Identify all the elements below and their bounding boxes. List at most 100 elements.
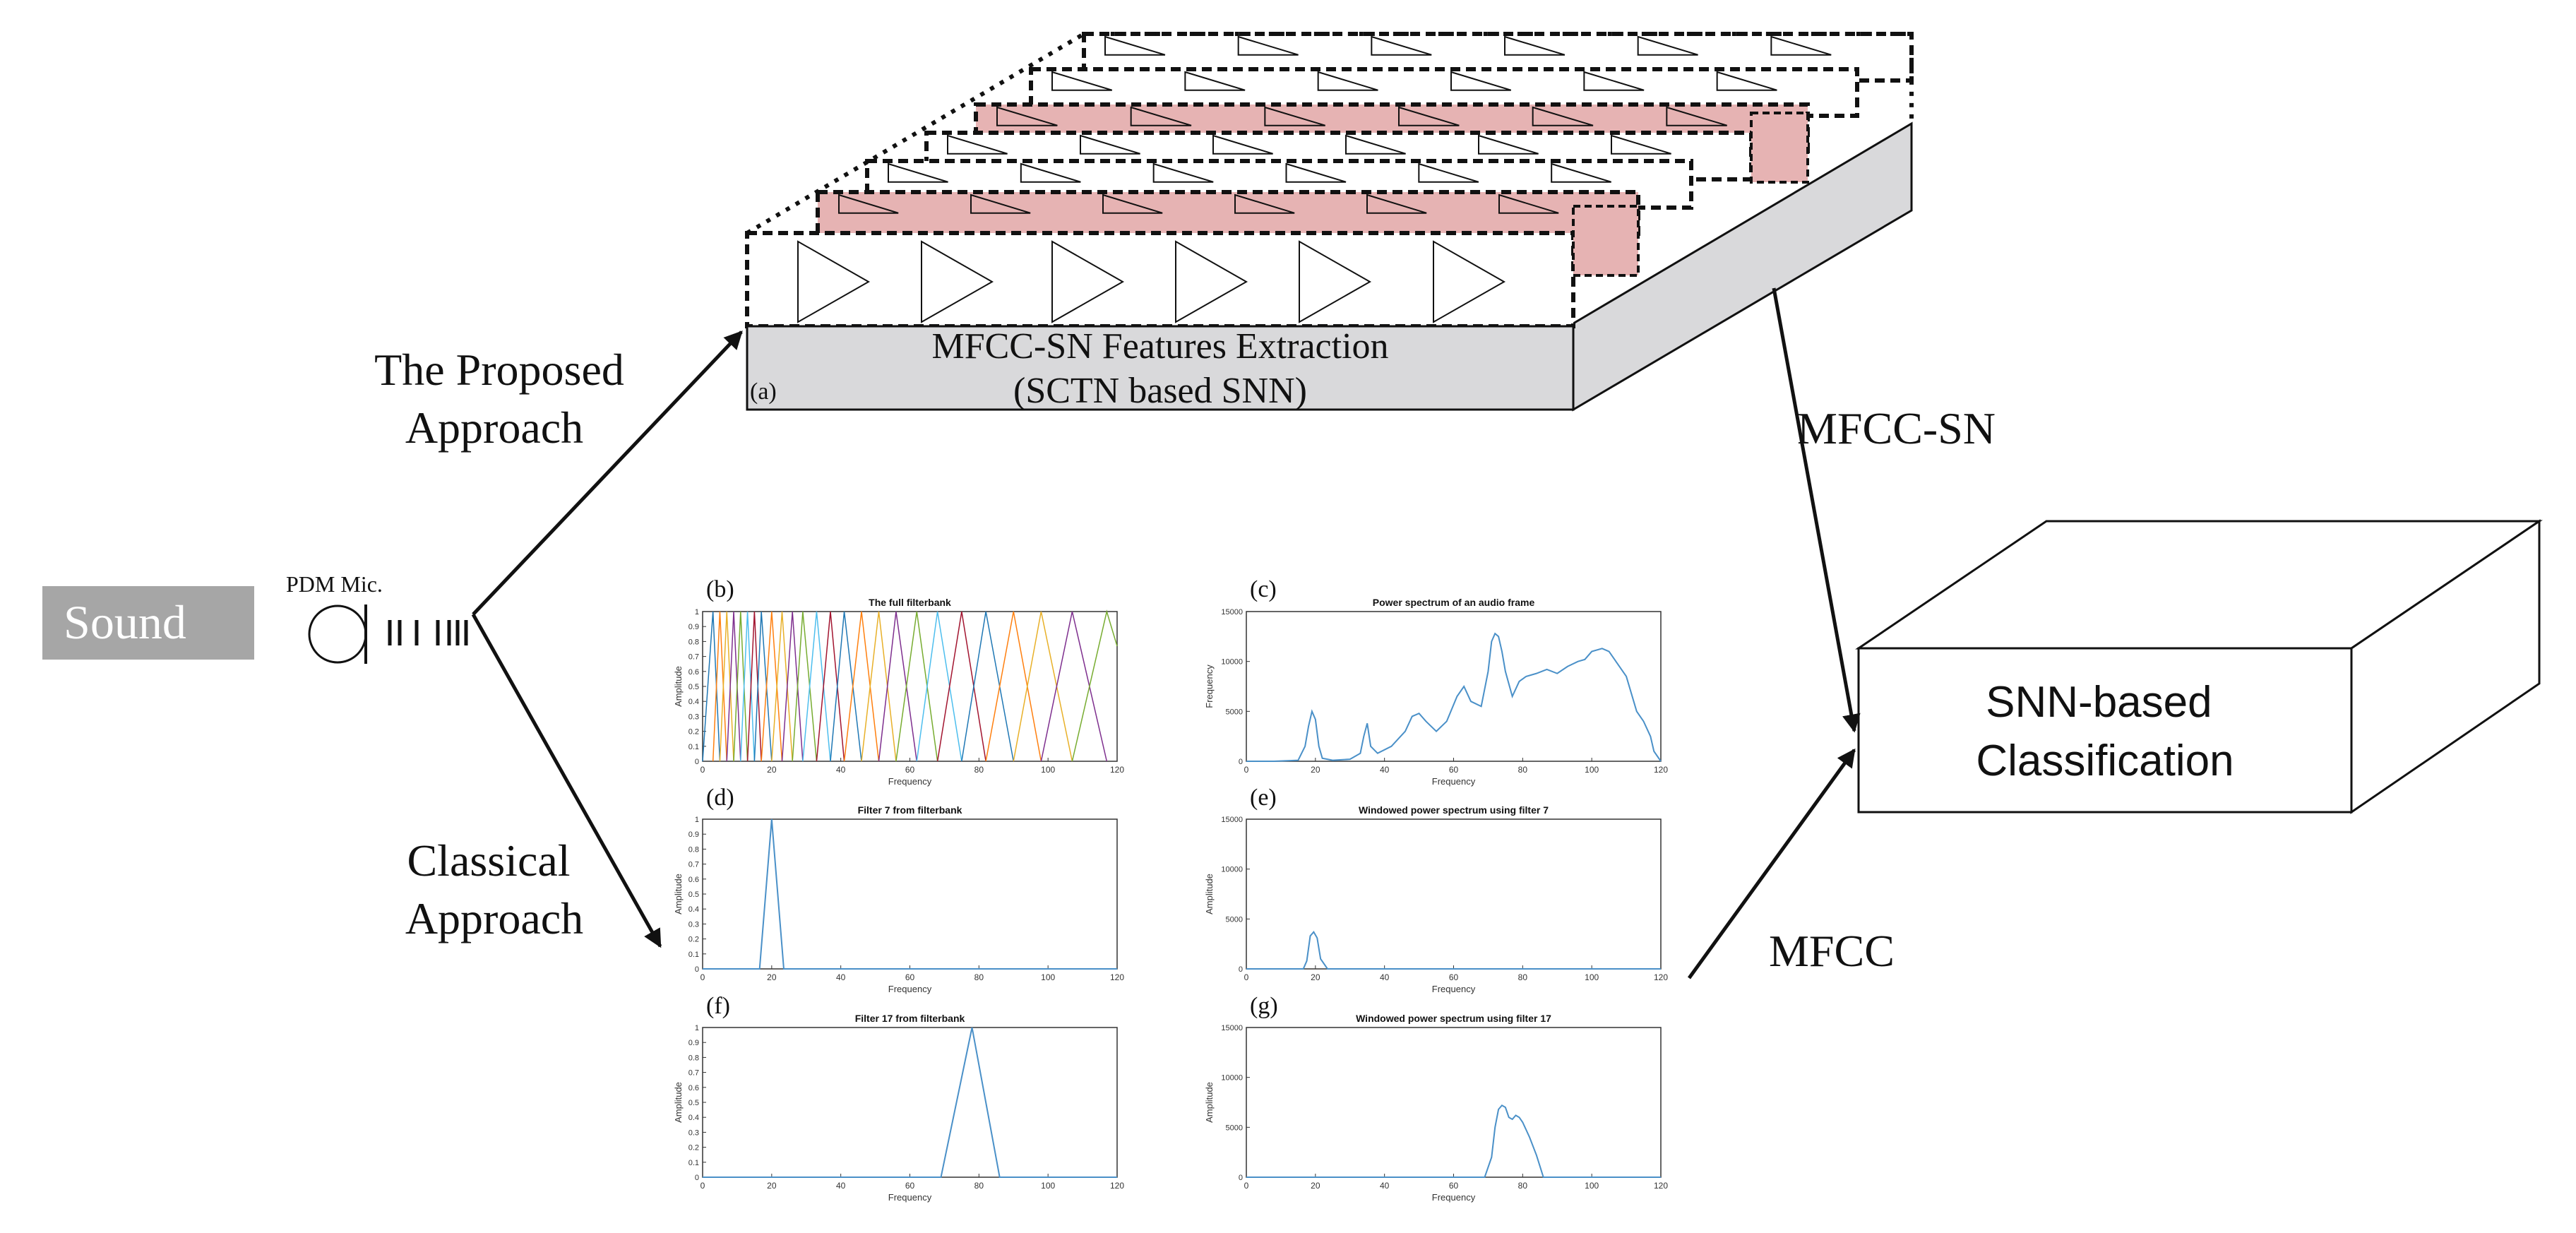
plot-area xyxy=(1246,611,1662,762)
panel-tag: (e) xyxy=(1250,785,1277,811)
filter-triangle xyxy=(746,611,762,762)
chart-title: Windowed power spectrum using filter 17 xyxy=(1356,1013,1551,1024)
panel-tag: (g) xyxy=(1250,993,1278,1019)
y-tick-label: 0.3 xyxy=(688,920,699,929)
x-tick-label: 60 xyxy=(905,972,915,982)
x-tick-label: 60 xyxy=(905,765,915,775)
neuron-triangle-icon xyxy=(1130,106,1192,126)
y-tick-label: 0.6 xyxy=(688,876,699,884)
snn-box-tag: (a) xyxy=(750,379,777,405)
x-tick-label: 60 xyxy=(1449,1181,1459,1191)
neuron-triangle-icon xyxy=(1450,71,1512,91)
plot-area xyxy=(702,818,1118,970)
y-tick-label: 0.4 xyxy=(688,1114,699,1122)
x-axis-label: Frequency xyxy=(1432,984,1476,994)
neuron-triangle-icon xyxy=(1051,71,1113,91)
y-axis-label: Amplitude xyxy=(673,666,684,707)
x-axis-label: Frequency xyxy=(1432,1192,1476,1203)
y-tick-label: 5000 xyxy=(1226,1124,1243,1132)
neuron-triangle-icon xyxy=(797,240,871,323)
snn-front-lane xyxy=(745,231,1575,328)
x-tick-label: 120 xyxy=(1654,1181,1668,1191)
snn-box-title: MFCC-SN Features Extraction xyxy=(931,326,1388,367)
neuron-triangle-icon xyxy=(1666,106,1727,126)
y-tick-label: 0.1 xyxy=(688,743,699,751)
filter-triangle xyxy=(961,611,1014,762)
neuron-triangle-icon xyxy=(1152,162,1214,183)
filter-triangle xyxy=(878,611,918,762)
filter-triangle xyxy=(936,611,986,762)
y-tick-label: 1 xyxy=(695,1024,699,1032)
y-tick-label: 0.5 xyxy=(688,890,699,899)
sound-source: Sound xyxy=(42,586,254,660)
neuron-triangle-icon xyxy=(970,193,1031,214)
y-tick-label: 15000 xyxy=(1221,816,1243,824)
y-tick-label: 1 xyxy=(695,816,699,824)
neuron-triangle-icon xyxy=(1637,35,1698,56)
x-tick-label: 40 xyxy=(836,1181,846,1191)
x-tick-label: 40 xyxy=(836,972,846,982)
y-tick-label: 0.2 xyxy=(688,936,699,944)
neuron-triangle-icon xyxy=(1770,35,1832,56)
y-axis-label: Amplitude xyxy=(673,874,684,915)
neuron-triangle-icon xyxy=(1285,162,1347,183)
classification-box-front-face xyxy=(1857,647,2353,814)
pdm-mic: PDM Mic. xyxy=(286,571,468,664)
x-tick-label: 100 xyxy=(1585,1181,1599,1191)
y-tick-label: 10000 xyxy=(1221,1074,1243,1083)
neuron-triangle-icon xyxy=(888,162,948,183)
filter-triangle xyxy=(802,611,831,762)
filter-triangle xyxy=(916,611,962,762)
plot-area xyxy=(1246,818,1662,970)
filter-triangle xyxy=(1040,611,1108,762)
snn-box-subtitle: (SCTN based SNN) xyxy=(1013,371,1307,411)
y-axis-label: Frequency xyxy=(1204,665,1215,708)
neuron-triangle-icon xyxy=(1080,134,1140,155)
y-tick-label: 10000 xyxy=(1221,866,1243,874)
neuron-triangle-icon xyxy=(1366,193,1427,214)
classical-arrow xyxy=(471,613,662,948)
neuron-triangle-icon xyxy=(1345,134,1406,155)
y-tick-label: 0.1 xyxy=(688,1159,699,1167)
x-tick-label: 40 xyxy=(1380,972,1390,982)
series-line xyxy=(1246,930,1661,970)
x-tick-label: 80 xyxy=(974,1181,984,1191)
x-tick-label: 40 xyxy=(1380,765,1390,775)
neuron-triangle-icon xyxy=(1418,162,1479,183)
y-tick-label: 0.2 xyxy=(688,1144,699,1152)
chart-panel: (g) Windowed power spectrum using filter … xyxy=(1204,993,1668,1203)
x-tick-label: 80 xyxy=(974,765,984,775)
x-tick-label: 100 xyxy=(1041,972,1055,982)
x-tick-label: 120 xyxy=(1654,972,1668,982)
classification-box: SNN-based Classification xyxy=(1855,519,2543,814)
y-tick-label: 0.7 xyxy=(688,653,699,662)
y-tick-label: 0.8 xyxy=(688,638,699,646)
x-tick-label: 100 xyxy=(1041,765,1055,775)
y-tick-label: 5000 xyxy=(1226,708,1243,716)
x-tick-label: 120 xyxy=(1654,765,1668,775)
y-tick-label: 0.5 xyxy=(688,1099,699,1107)
y-tick-label: 0 xyxy=(1239,965,1243,974)
y-tick-label: 0 xyxy=(1239,758,1243,766)
x-tick-label: 80 xyxy=(1518,972,1528,982)
y-tick-label: 0.7 xyxy=(688,861,699,869)
x-axis-label: Frequency xyxy=(888,1192,932,1203)
x-tick-label: 20 xyxy=(1311,765,1320,775)
neuron-triangle-icon xyxy=(921,240,994,323)
neuron-triangle-icon xyxy=(996,106,1058,126)
x-tick-label: 20 xyxy=(767,972,777,982)
chart-title: Filter 7 from filterbank xyxy=(858,804,962,816)
neuron-triangle-icon xyxy=(1234,193,1295,214)
neuron-triangle-icon xyxy=(1237,35,1299,56)
neuron-triangle-icon xyxy=(1398,106,1460,126)
mic-label: PDM Mic. xyxy=(286,571,383,597)
y-tick-label: 0.3 xyxy=(688,713,699,721)
neuron-triangle-icon xyxy=(1104,35,1166,56)
chart-title: Filter 17 from filterbank xyxy=(855,1013,965,1024)
y-tick-label: 15000 xyxy=(1221,608,1243,616)
y-tick-label: 0 xyxy=(695,1174,699,1182)
y-tick-label: 0.8 xyxy=(688,1054,699,1062)
